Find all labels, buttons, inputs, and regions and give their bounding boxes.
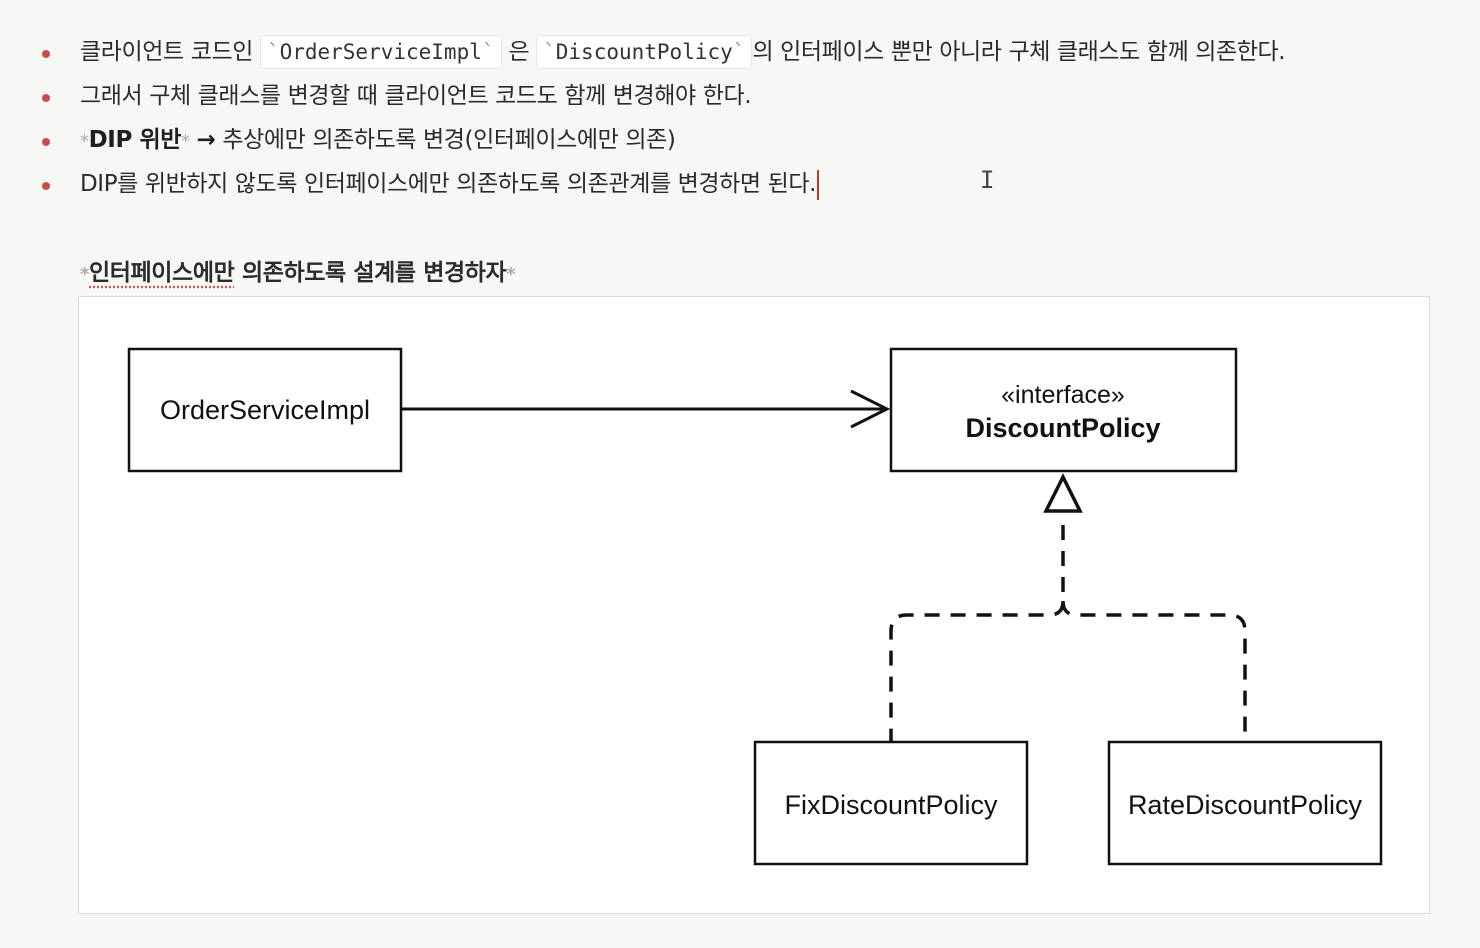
markdown-asterisk: * — [181, 131, 190, 152]
bullet-item-1: 클라이언트 코드인 `OrderServiceImpl` 은 `Discount… — [0, 30, 1286, 74]
bullet-item-4[interactable]: DIP를 위반하지 않도록 인터페이스에만 의존하도록 의존관계를 변경하면 된… — [0, 162, 1285, 206]
bullet-2-text: 그래서 구체 클래스를 변경할 때 클라이언트 코드도 함께 변경해야 한다. — [80, 83, 752, 109]
rate-discount-policy-box — [1107, 740, 1383, 866]
order-service-impl-label: OrderServiceImpl — [160, 395, 370, 425]
bullet-item-2: 그래서 구체 클래스를 변경할 때 클라이언트 코드도 함께 변경해야 한다. — [0, 74, 1285, 118]
realization-triangle-icon — [1043, 473, 1083, 513]
bullet-list: 클라이언트 코드인 `OrderServiceImpl` 은 `Discount… — [0, 30, 1286, 206]
bullet-1-prefix: 클라이언트 코드인 — [80, 39, 260, 65]
section-heading: *인터페이스에만 의존하도록 설계를 변경하자* — [80, 256, 516, 292]
heading-spellcheck-word: 인터페이스에만 — [89, 260, 235, 286]
text-caret — [817, 169, 820, 200]
discount-policy-label: DiscountPolicy — [965, 413, 1160, 443]
markdown-asterisk: * — [80, 264, 90, 285]
uml-diagram-image: OrderServiceImpl «interface» DiscountPol… — [78, 296, 1430, 914]
bullet-3-rest: 추상에만 의존하도록 변경(인터페이스에만 의존) — [215, 127, 676, 153]
fix-discount-policy-label: FixDiscountPolicy — [784, 790, 998, 820]
bullet-1-middle: 은 — [508, 39, 537, 65]
order-service-impl-box — [127, 347, 403, 473]
heading-rest: 의존하도록 설계를 변경하자 — [234, 260, 507, 286]
bullet-dot-icon — [42, 94, 50, 102]
text-cursor-icon: I — [980, 166, 995, 194]
realization-line-fix — [889, 525, 1065, 741]
fix-discount-policy-box — [753, 740, 1029, 866]
inline-code-discount-policy: `DiscountPolicy` — [536, 35, 753, 69]
dip-violation-label: DIP 위반 — [88, 127, 182, 153]
dependency-arrow-head-icon — [850, 389, 891, 429]
markdown-asterisk: * — [80, 131, 89, 152]
rate-discount-policy-label: RateDiscountPolicy — [1128, 790, 1363, 820]
bullet-4-text[interactable]: DIP를 위반하지 않도록 인터페이스에만 의존하도록 의존관계를 변경하면 된… — [80, 171, 817, 197]
bullet-dot-icon — [42, 182, 50, 190]
right-arrow-icon: → — [196, 127, 216, 153]
bullet-1-suffix: 의 인터페이스 뿐만 아니라 구체 클래스도 함께 의존한다. — [752, 39, 1286, 65]
bullet-item-3: *DIP 위반* → 추상에만 의존하도록 변경(인터페이스에만 의존) — [0, 118, 1285, 162]
markdown-asterisk: * — [506, 264, 516, 285]
bullet-dot-icon — [42, 138, 50, 146]
discount-policy-interface-box — [889, 347, 1238, 473]
interface-stereotype-label: «interface» — [1001, 381, 1125, 409]
bullet-dot-icon — [42, 50, 50, 58]
realization-line-rate — [1061, 600, 1247, 741]
uml-diagram-svg: OrderServiceImpl «interface» DiscountPol… — [127, 347, 1383, 866]
inline-code-order-service-impl: `OrderServiceImpl` — [259, 35, 502, 69]
